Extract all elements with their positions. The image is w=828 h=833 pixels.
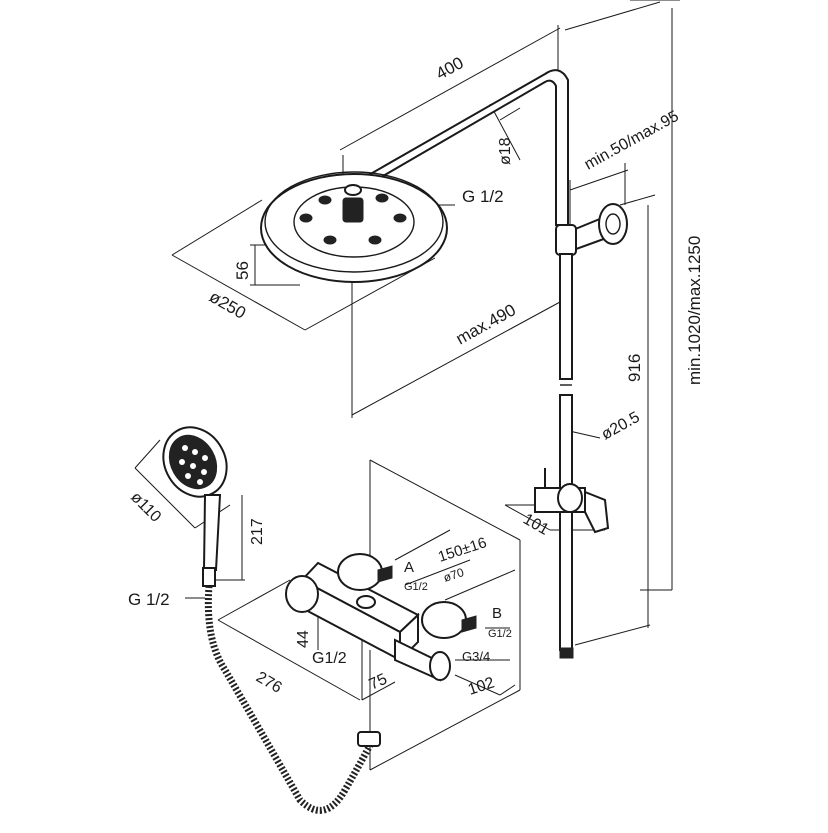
label-outlet-b: B (492, 605, 502, 622)
label-hand-shower-connection: G 1/2 (128, 590, 170, 609)
escutcheon-a (337, 553, 383, 591)
rail-lower-tube (559, 394, 573, 651)
outlet-a-connector (377, 565, 393, 583)
label-outlet-a-thread: G1/2 (404, 581, 428, 593)
label-head-diameter: ø250 (206, 287, 249, 323)
label-bottom-outlet-thread: G1/2 (312, 650, 347, 667)
label-holder-depth: 101 (520, 511, 552, 539)
thermostatic-mixer (285, 553, 477, 682)
rail-end-cap (559, 647, 574, 659)
label-arm-length: 400 (433, 53, 467, 83)
overhead-arm (344, 69, 569, 226)
label-arm-diameter: ø18 (497, 137, 514, 165)
rail-top-clamp (555, 224, 577, 256)
shower-head (260, 171, 448, 283)
dimension-lines (134, 0, 680, 771)
label-rail-height: 916 (625, 354, 644, 382)
label-rail-diameter: ø20.5 (599, 409, 643, 444)
label-inlet-thread: G3/4 (462, 649, 490, 664)
bottom-outlet (356, 595, 376, 609)
label-outlet-b-thread: G1/2 (488, 628, 512, 640)
rail-upper-tube (559, 253, 573, 380)
hand-shower-handle (202, 494, 222, 571)
temperature-knob (285, 575, 319, 613)
label-head-projection: max.490 (453, 300, 519, 348)
label-mixer-depth: 102 (466, 674, 497, 698)
label-mixer-offset: 75 (367, 671, 390, 694)
label-wall-bracket-range: min.50/max.95 (582, 108, 682, 174)
label-centres: 150±16 (436, 534, 489, 566)
dim-line-arm-400 (339, 27, 561, 151)
label-total-height: min.1020/max.1250 (685, 236, 704, 385)
hand-shower-connector (202, 567, 216, 587)
shower-head-outer (260, 173, 448, 283)
wall-bracket (567, 203, 628, 254)
hand-shower-spray-face (168, 434, 218, 490)
shower-head-nozzles (299, 193, 407, 245)
label-mixer-height: 44 (295, 630, 312, 648)
hose-nut (357, 731, 381, 747)
slide-rail (555, 224, 577, 659)
shower-hose (204, 585, 381, 814)
label-mixer-width: 276 (253, 669, 285, 697)
label-head-connection: G 1/2 (462, 187, 504, 206)
escutcheon-b (421, 601, 467, 639)
hand-shower (162, 426, 228, 587)
label-escutcheon-diameter: ø70 (442, 565, 466, 585)
outlet-b-connector (461, 615, 477, 633)
label-hand-shower-length: 217 (249, 518, 266, 545)
label-outlet-a: A (404, 559, 414, 576)
label-hand-shower-diameter: ø110 (127, 489, 164, 526)
hand-shower-holder (534, 468, 610, 534)
holder-cradle (584, 490, 610, 534)
shower-head-connector (342, 197, 364, 223)
label-head-height: 56 (233, 261, 252, 280)
